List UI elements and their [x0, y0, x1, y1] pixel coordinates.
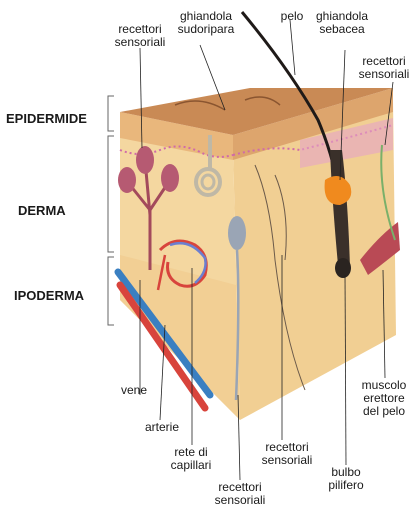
- label-arrector-pili-muscle: muscolo erettore del pelo: [352, 379, 416, 418]
- layer-brackets: [108, 96, 114, 325]
- hair-bulb: [335, 258, 351, 278]
- label-arteries: arterie: [136, 421, 188, 434]
- label-sweat-gland: ghiandola sudoripara: [170, 10, 242, 36]
- label-hair-bulb: bulbo pilifero: [318, 466, 374, 492]
- epidermis-layer-label: EPIDERMIDE: [6, 111, 87, 126]
- label-sebaceous-gland: ghiandola sebacea: [306, 10, 378, 36]
- label-sensory-receptors-top-left: recettori sensoriali: [105, 23, 175, 49]
- label-sensory-receptors-top-right: recettori sensoriali: [350, 55, 418, 81]
- label-sensory-receptors-bottom-center: recettori sensoriali: [203, 481, 277, 507]
- dermis-layer-label: DERMA: [18, 203, 66, 218]
- label-veins: vene: [112, 384, 156, 397]
- label-sensory-receptors-bottom-right: recettori sensoriali: [250, 441, 324, 467]
- hypodermis-layer-label: IPODERMA: [14, 288, 84, 303]
- label-capillary-network: rete di capillari: [160, 446, 222, 472]
